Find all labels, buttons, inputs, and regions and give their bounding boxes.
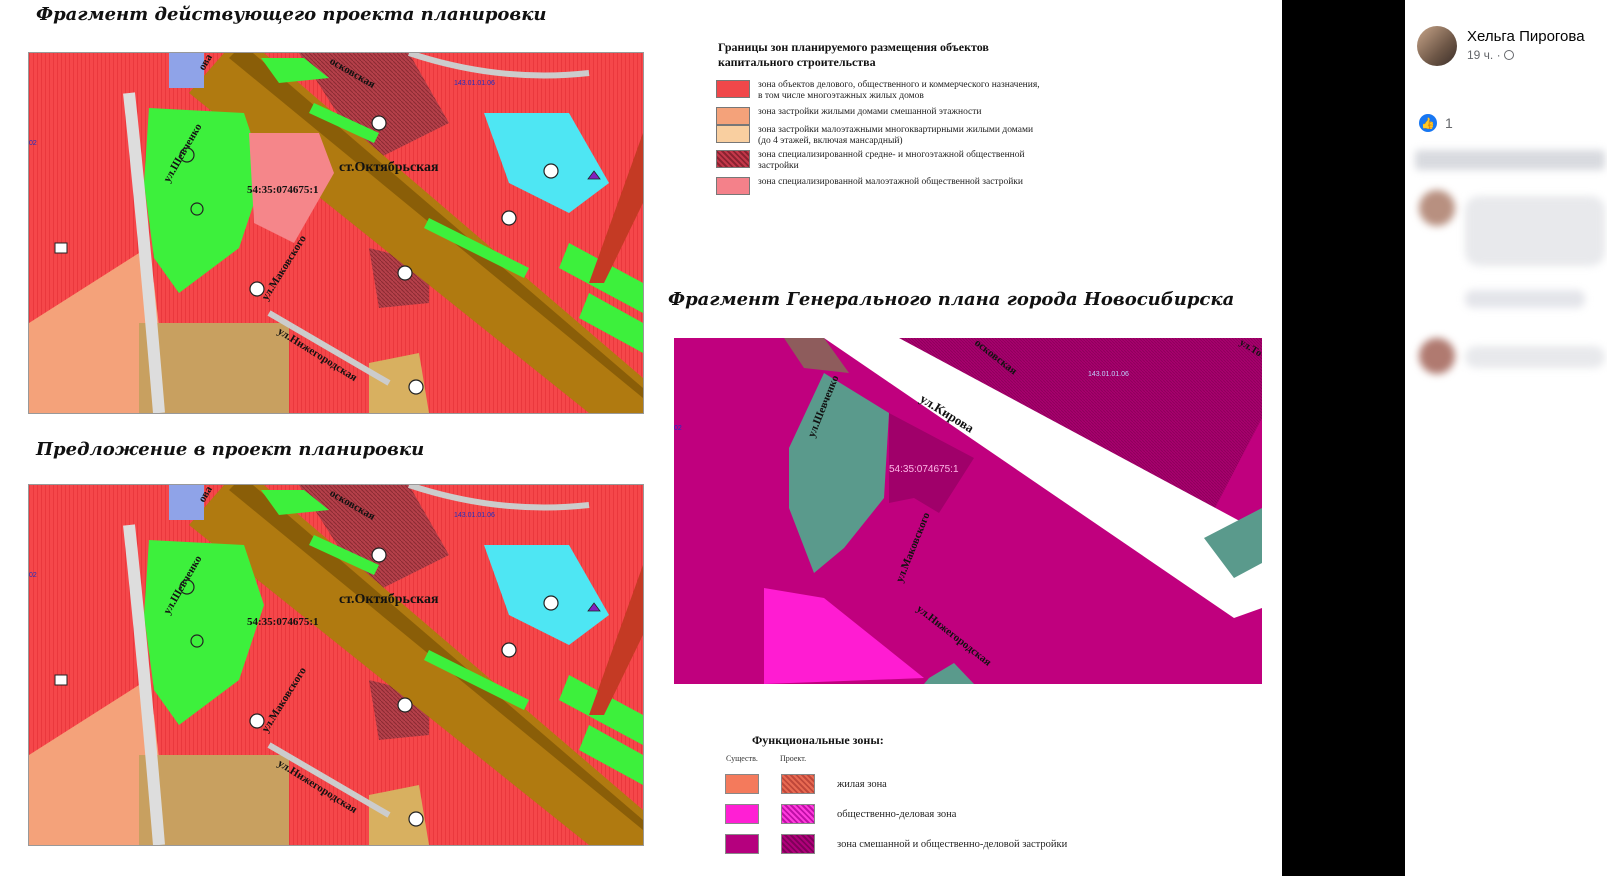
legend-zones-title: Границы зон планируемого размещения объе… [718,40,989,69]
globe-icon [1503,50,1514,60]
legend-functional-item: общественно-деловая зона [725,804,956,824]
parcel-label: 54:35:074675:1 [889,464,959,475]
legend-swatch-project [781,774,815,794]
planning-map-current: ст.Октябрьская 54:35:074675:1 ул.Шевченк… [28,52,644,414]
triangle-marker-icon [587,602,601,612]
block-code-label: 143.01.01.06 [1088,371,1129,378]
legend-functional-label: жилая зона [837,778,887,790]
legend-swatch [716,80,750,98]
map-symbol-icon [179,147,195,163]
document-image: Фрагмент действующего проекта планировки… [0,0,1282,876]
map-symbol-icon [501,210,517,226]
legend-zones-item: зона специализированной средне- и многоэ… [716,150,1046,172]
legend-functional-title: Функциональные зоны: [752,733,884,747]
edge-code-label: 02 [674,425,682,432]
legend-swatch [716,150,750,168]
comment-reply-blurred [1465,290,1585,308]
map-symbol-icon [54,674,68,686]
post-sidebar: Хельга Пирогова 19 ч. · 👍 1 [1405,0,1607,876]
legend-swatch-existing [725,804,759,824]
legend-col-existing: Существ. [726,754,758,763]
legend-zones-label: зона объектов делового, общественного и … [758,80,1040,101]
legend-zones-label: зона застройки малоэтажными многоквартир… [758,125,1034,146]
parcel-label: 54:35:074675:1 [247,184,319,196]
post-author-name[interactable]: Хельга Пирогова [1467,28,1585,45]
post-header: Хельга Пирогова 19 ч. · [1417,26,1585,66]
comment-avatar [1419,338,1455,374]
avatar[interactable] [1417,26,1457,66]
station-label: ст.Октябрьская [339,160,439,175]
post-time[interactable]: 19 ч. · [1467,48,1501,62]
map-symbol-icon [397,697,413,713]
action-bar-blurred [1415,150,1605,170]
edge-code-label: 02 [29,140,37,147]
title-general-plan: Фрагмент Генерального плана города Новос… [668,289,1235,310]
legend-swatch [716,107,750,125]
legend-zones-label: зона специализированной малоэтажной обще… [758,177,1023,187]
legend-zones-label: зона специализированной средне- и многоэ… [758,150,1025,171]
legend-swatch-project [781,804,815,824]
title-proposal: Предложение в проект планировки [36,439,425,460]
legend-swatch-existing [725,834,759,854]
parcel-label: 54:35:074675:1 [247,616,319,628]
title-current-plan: Фрагмент действующего проекта планировки [36,4,547,25]
legend-zones-item: зона застройки малоэтажными многоквартир… [716,125,1046,147]
legend-functional-item: жилая зона [725,774,887,794]
legend-zones-label: зона застройки жилыми домами смешанной э… [758,107,982,117]
map-symbol-icon [543,595,559,611]
map-symbol-icon [54,242,68,254]
legend-functional-item: зона смешанной и общественно-деловой зас… [725,834,1067,854]
comment-input-blurred [1465,346,1605,368]
map-symbol-icon [543,163,559,179]
map-symbol-icon [249,281,265,297]
map-symbol-icon [371,547,387,563]
legend-swatch-existing [725,774,759,794]
legend-col-project: Проект. [780,754,807,763]
map-symbol-icon [249,713,265,729]
reaction-summary[interactable]: 👍 1 [1419,114,1453,132]
block-code-label: 143.01.01.06 [454,512,495,519]
map-symbol-icon [190,202,204,216]
legend-swatch [716,125,750,143]
legend-swatch-project [781,834,815,854]
general-plan-map: ул.Кирова ул.Шевченко ул.Маковского ул.Н… [674,338,1262,684]
map-symbol-icon [190,634,204,648]
thumbs-up-icon: 👍 [1419,114,1437,132]
comment-avatar [1419,190,1455,226]
map-symbol-icon [179,579,195,595]
legend-functional-label: зона смешанной и общественно-деловой зас… [837,838,1068,850]
legend-swatch [716,177,750,195]
legend-zones-item: зона специализированной малоэтажной обще… [716,177,1056,195]
planning-map-proposal: ст.Октябрьская 54:35:074675:1 ул.Шевченк… [28,484,644,846]
block-code-label: 143.01.01.06 [454,80,495,87]
legend-zones-item: зона застройки жилыми домами смешанной э… [716,107,1046,125]
triangle-marker-icon [587,170,601,180]
map-symbol-icon [371,115,387,131]
comment-bubble-blurred [1465,196,1605,266]
map-symbol-icon [408,379,424,395]
legend-functional-label: общественно-деловая зона [837,808,957,820]
station-label: ст.Октябрьская [339,592,439,607]
edge-code-label: 02 [29,572,37,579]
legend-zones-item: зона объектов делового, общественного и … [716,80,1046,102]
map-symbol-icon [397,265,413,281]
map-symbol-icon [501,642,517,658]
like-count: 1 [1445,115,1453,131]
map-symbol-icon [408,811,424,827]
